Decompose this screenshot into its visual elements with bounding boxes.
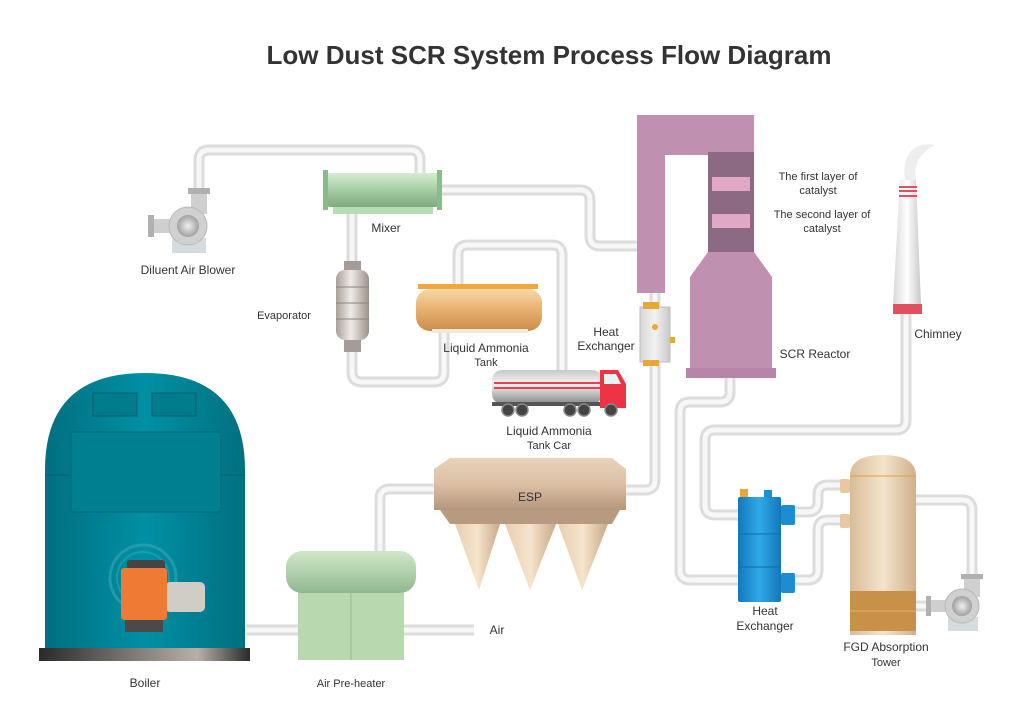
evaporator-label: Evaporator bbox=[257, 310, 311, 322]
diluent-air-blower-label: Diluent Air Blower bbox=[141, 263, 236, 277]
heat-exchanger-bottom-label-1: Heat bbox=[752, 604, 778, 618]
air-preheater-label: Air Pre-heater bbox=[317, 678, 386, 690]
pipe-tank-loop bbox=[452, 239, 568, 372]
catalyst-layer-2-label-2: catalyst bbox=[803, 223, 840, 235]
esp-label: ESP bbox=[518, 490, 542, 504]
catalyst-layer-2-label-1: The second layer of bbox=[774, 209, 872, 221]
mixer[interactable]: Mixer bbox=[323, 170, 442, 235]
heat-exchanger-top-label-1: Heat bbox=[593, 325, 619, 339]
heat-exchanger-bottom[interactable]: Heat Exchanger bbox=[736, 489, 795, 633]
pipe-blower-to-mixer bbox=[193, 144, 426, 192]
burner-motor bbox=[165, 582, 205, 612]
pump-fan-icon bbox=[952, 596, 972, 616]
heat-exchanger-top-label-2: Exchanger bbox=[577, 339, 634, 353]
catalyst-layer-1-label-2: catalyst bbox=[799, 185, 836, 197]
scr-reactor-label: SCR Reactor bbox=[780, 347, 851, 361]
evaporator[interactable]: Evaporator bbox=[257, 261, 369, 352]
boiler-label: Boiler bbox=[130, 676, 161, 690]
esp[interactable]: ESP bbox=[434, 458, 626, 590]
pipe-evaporator-to-tank bbox=[346, 330, 450, 388]
heat-exchanger-top[interactable]: Heat Exchanger bbox=[577, 302, 675, 366]
catalyst-layer-2 bbox=[712, 214, 750, 228]
pipe-scr-to-hx-lower bbox=[674, 378, 738, 586]
mixer-label: Mixer bbox=[371, 221, 400, 235]
heat-exchanger-bottom-label-2: Exchanger bbox=[736, 619, 793, 633]
liquid-ammonia-tank-car[interactable]: Liquid Ammonia Tank Car bbox=[492, 370, 626, 452]
pipe-mixer-to-scr bbox=[440, 184, 638, 252]
scr-reactor[interactable]: The first layer of catalyst The second l… bbox=[637, 115, 871, 378]
tank-car-label-2: Tank Car bbox=[527, 440, 571, 452]
chimney[interactable]: Chimney bbox=[893, 144, 962, 341]
air-inlet-label: Air bbox=[490, 623, 505, 637]
fgd-circulation-pump[interactable] bbox=[926, 574, 983, 631]
pipe-hx-to-fgd-lower bbox=[795, 514, 842, 586]
pipes bbox=[193, 144, 978, 636]
pipe-hx-to-chimney bbox=[699, 313, 912, 521]
boiler[interactable]: Boiler bbox=[39, 373, 250, 690]
pipe-hx-to-fgd-upper bbox=[795, 479, 842, 518]
pipe-scr-to-esp bbox=[626, 293, 661, 496]
liquid-ammonia-tank-label-1: Liquid Ammonia bbox=[443, 341, 529, 355]
burner bbox=[121, 568, 167, 620]
liquid-ammonia-tank-label-2: Tank bbox=[474, 357, 498, 369]
fgd-tower-label-2: Tower bbox=[871, 657, 901, 669]
fan-icon bbox=[177, 215, 199, 237]
catalyst-layer-1 bbox=[712, 177, 750, 191]
fgd-tower-label-1: FGD Absorption bbox=[843, 640, 928, 654]
catalyst-layer-1-label-1: The first layer of bbox=[779, 171, 859, 183]
chimney-label: Chimney bbox=[914, 327, 961, 341]
tank-car-label-1: Liquid Ammonia bbox=[506, 424, 592, 438]
fgd-absorption-tower[interactable]: FGD Absorption Tower bbox=[840, 455, 929, 669]
liquid-ammonia-tank[interactable]: Liquid Ammonia Tank bbox=[416, 284, 542, 369]
diluent-air-blower[interactable]: Diluent Air Blower bbox=[141, 188, 236, 277]
smoke-icon bbox=[904, 144, 935, 180]
air-preheater[interactable]: Air Pre-heater Air bbox=[286, 551, 504, 690]
pipe-esp-to-preheater bbox=[374, 483, 436, 552]
pipe-fgd-to-pump bbox=[915, 494, 978, 578]
diagram-title: Low Dust SCR System Process Flow Diagram bbox=[267, 40, 832, 70]
